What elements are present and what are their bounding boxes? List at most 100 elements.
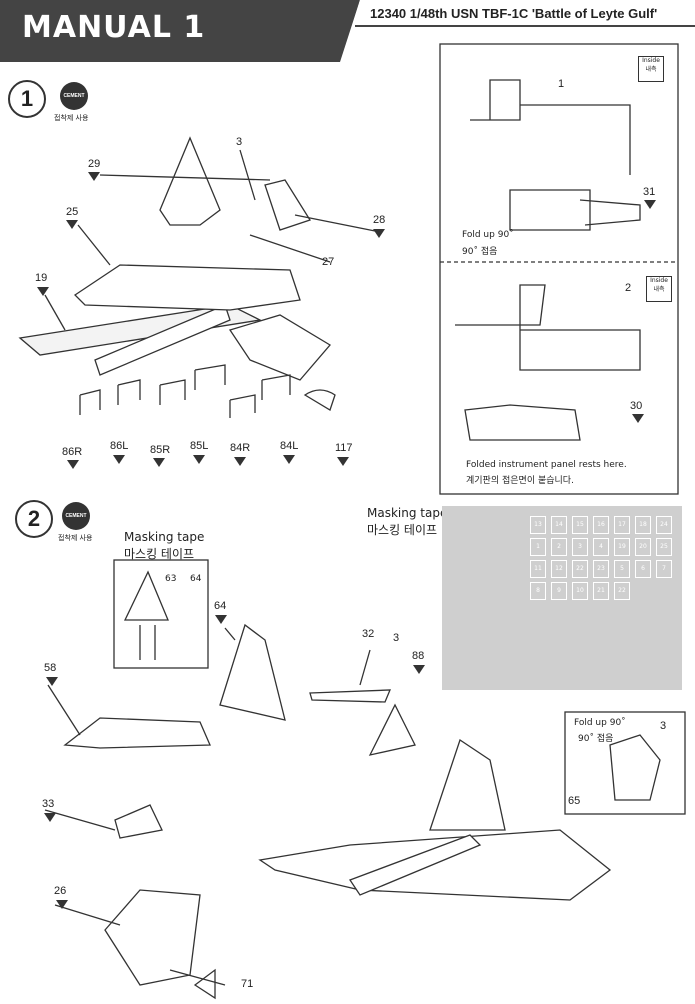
mask-cell: 10 — [572, 582, 588, 600]
part-85l: 85L — [190, 440, 209, 452]
mask-cell: 21 — [593, 582, 609, 600]
part-marker-icon — [56, 900, 68, 909]
cement-korean: 접착제 사용 — [58, 534, 93, 542]
part-marker-icon — [283, 455, 295, 464]
mask-cell: 5 — [614, 560, 630, 578]
fold-note-2: Fold up 90˚ — [574, 718, 626, 728]
part-1: 1 — [558, 78, 565, 90]
manual-title: MANUAL 1 — [22, 10, 206, 45]
part-71: 71 — [241, 978, 254, 990]
part-64: 64 — [214, 600, 227, 612]
part-marker-icon — [113, 455, 125, 464]
mask-left-korean: 마스킹 테이프 — [124, 547, 195, 561]
part-marker-icon — [373, 229, 385, 238]
mask-cell: 12 — [551, 560, 567, 578]
part-marker-icon — [193, 455, 205, 464]
part-marker-icon — [46, 677, 58, 686]
mask-cell: 6 — [635, 560, 651, 578]
mask-cell: 2 — [551, 538, 567, 556]
part-marker-icon — [66, 220, 78, 229]
part-29: 29 — [88, 158, 101, 170]
inside-korean: 내측 — [645, 66, 657, 73]
mask-cell: 22 — [614, 582, 630, 600]
part-30: 30 — [630, 400, 643, 412]
mask-left-title: Masking tape — [124, 530, 205, 544]
mask-cell: 16 — [593, 516, 609, 534]
cement-korean: 접착제 사용 — [54, 114, 89, 122]
panel-note-korean: 계기판의 접은면이 붙습니다. — [466, 476, 574, 486]
part-88: 88 — [412, 650, 425, 662]
step-2-badge: 2 — [15, 500, 53, 538]
part-marker-icon — [88, 172, 100, 181]
inside-label: Inside — [642, 57, 660, 64]
mask-cell: 13 — [530, 516, 546, 534]
mask-cell: 24 — [656, 516, 672, 534]
mask-cell: 14 — [551, 516, 567, 534]
part-marker-icon — [153, 458, 165, 467]
part-marker-icon — [644, 200, 656, 209]
cement-icon: CEMENT — [62, 502, 90, 530]
kit-info: 12340 1/48th USN TBF-1C 'Battle of Leyte… — [370, 6, 658, 21]
part-26: 26 — [54, 885, 67, 897]
part-3: 3 — [393, 632, 400, 644]
part-2: 2 — [625, 282, 632, 294]
part-marker-icon — [234, 457, 246, 466]
part-19: 19 — [35, 272, 48, 284]
part-marker-icon — [67, 460, 79, 469]
mask-right-title: Masking tape — [367, 506, 448, 520]
part-3b: 3 — [660, 720, 667, 732]
part-84r: 84R — [230, 442, 251, 454]
inside-korean: 내측 — [653, 286, 665, 293]
header-banner: MANUAL 1 12340 1/48th USN TBF-1C 'Battle… — [0, 0, 695, 62]
part-3: 3 — [236, 136, 243, 148]
fold-note: Fold up 90˚ — [462, 230, 514, 240]
mask-cell: 25 — [656, 538, 672, 556]
part-85r: 85R — [150, 444, 171, 456]
part-marker-icon — [413, 665, 425, 674]
mask-cell: 20 — [635, 538, 651, 556]
part-86r: 86R — [62, 446, 83, 458]
part-marker-icon — [37, 287, 49, 296]
mask-right-korean: 마스킹 테이프 — [367, 523, 438, 537]
inside-badge: Inside 내측 — [638, 56, 664, 82]
part-58: 58 — [44, 662, 57, 674]
part-65: 65 — [568, 795, 581, 807]
part-marker-icon — [44, 813, 56, 822]
part-84l: 84L — [280, 440, 299, 452]
part-28: 28 — [373, 214, 386, 226]
mask-cell: 1 — [530, 538, 546, 556]
fold-note-korean: 90˚ 접음 — [462, 247, 498, 257]
mask-left-64: 64 — [190, 574, 202, 584]
mask-cell: 3 — [572, 538, 588, 556]
step-1-badge: 1 — [8, 80, 46, 118]
mask-cell: 23 — [593, 560, 609, 578]
part-31: 31 — [643, 186, 656, 198]
mask-cell: 19 — [614, 538, 630, 556]
part-32: 32 — [362, 628, 375, 640]
mask-cell: 7 — [656, 560, 672, 578]
part-86l: 86L — [110, 440, 129, 452]
part-27: 27 — [322, 256, 335, 268]
mask-cell: 18 — [635, 516, 651, 534]
inside-badge: Inside 내측 — [646, 276, 672, 302]
mask-cell: 15 — [572, 516, 588, 534]
part-117: 117 — [335, 442, 353, 454]
mask-cell: 4 — [593, 538, 609, 556]
part-marker-icon — [215, 615, 227, 624]
mask-cell: 17 — [614, 516, 630, 534]
mask-cell: 11 — [530, 560, 546, 578]
mask-left-63: 63 — [165, 574, 177, 584]
panel-note: Folded instrument panel rests here. — [466, 460, 627, 470]
inside-label: Inside — [650, 277, 668, 284]
part-marker-icon — [337, 457, 349, 466]
part-marker-icon — [632, 414, 644, 423]
mask-cell: 8 — [530, 582, 546, 600]
header-shape — [0, 0, 695, 62]
part-33: 33 — [42, 798, 55, 810]
cement-icon: CEMENT — [60, 82, 88, 110]
mask-cell: 9 — [551, 582, 567, 600]
fold-note-2-korean: 90˚ 접음 — [578, 734, 614, 744]
mask-cell: 22 — [572, 560, 588, 578]
